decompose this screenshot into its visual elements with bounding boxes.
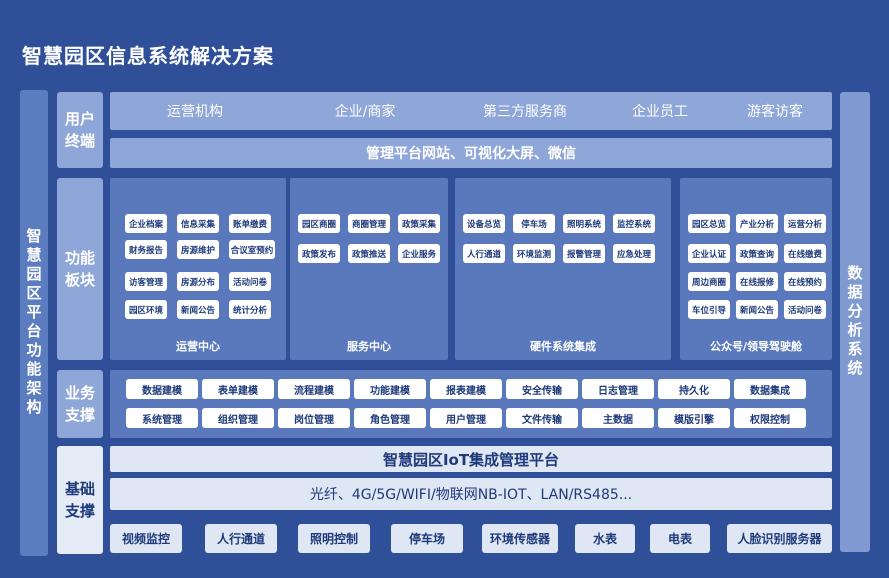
layer-label-user: 用户终端 [57, 92, 103, 168]
user-terminal: 运营机构 [167, 104, 223, 120]
function-chip: 房源分布 [177, 272, 219, 291]
panel-hardware-integration: 设备总览 停车场 照明系统 监控系统 人行通道 环境监测 报警管理 应急处理 硬… [455, 178, 671, 360]
function-chip: 政策发布 [298, 244, 340, 263]
function-chip: 监控系统 [613, 214, 655, 233]
business-chip: 模版引擎 [658, 408, 730, 428]
function-chip: 周边商圈 [688, 272, 730, 291]
layer-label-function-text: 功能板块 [64, 249, 95, 289]
business-chip: 安全传输 [506, 379, 578, 399]
panel-service-center: 园区商圈 商圈管理 政策采集 政策发布 政策推送 企业服务 服务中心 [290, 178, 448, 360]
user-terminal: 企业/商家 [334, 104, 396, 120]
right-analysis-text: 数据分析系统 [845, 265, 864, 379]
function-chip: 园区总览 [688, 214, 730, 233]
business-chip: 表单建模 [202, 379, 274, 399]
function-chip: 在线缴费 [784, 244, 826, 263]
business-chip: 数据建模 [126, 379, 198, 399]
left-architecture-label: 智慧园区平台功能架构 [20, 90, 48, 556]
function-chip: 新闻公告 [177, 300, 219, 319]
panel-dashboard: 园区总览 产业分析 运营分析 企业认证 政策查询 在线缴费 周边商圈 在线报修 … [680, 178, 832, 360]
base-device-chip: 人脸识别服务器 [727, 524, 832, 553]
business-support-area: 数据建模 表单建模 流程建模 功能建模 报表建模 安全传输 日志管理 持久化 数… [110, 370, 832, 438]
user-terminal: 企业员工 [632, 104, 688, 120]
business-chip: 系统管理 [126, 408, 198, 428]
function-chip: 园区商圈 [298, 214, 340, 233]
base-device-chip: 照明控制 [298, 524, 370, 553]
function-chip: 停车场 [513, 214, 555, 233]
function-chip: 车位引导 [688, 300, 730, 319]
layer-label-base: 基础支撑 [57, 446, 103, 554]
business-chip: 权限控制 [734, 408, 806, 428]
right-analysis-label: 数据分析系统 [840, 92, 870, 552]
function-chip: 环境监测 [513, 244, 555, 263]
business-chip: 报表建模 [430, 379, 502, 399]
function-chip: 设备总览 [463, 214, 505, 233]
function-chip: 统计分析 [229, 300, 271, 319]
layer-label-business-text: 业务支撑 [64, 384, 95, 424]
function-chip: 访客管理 [125, 272, 167, 291]
platform-bar: 管理平台网站、可视化大屏、微信 [110, 138, 832, 168]
function-chip: 账单缴费 [229, 214, 271, 233]
function-chip: 在线预约 [784, 272, 826, 291]
base-device-chip: 停车场 [391, 524, 463, 553]
base-device-chip: 电表 [650, 524, 710, 553]
business-chip: 持久化 [658, 379, 730, 399]
iot-platform-bar: 智慧园区IoT集成管理平台 [110, 446, 832, 472]
function-chip: 报警管理 [563, 244, 605, 263]
base-device-chip: 人行通道 [205, 524, 277, 553]
function-chip: 园区环境 [125, 300, 167, 319]
function-chip: 信息采集 [177, 214, 219, 233]
function-chip: 企业服务 [398, 244, 440, 263]
business-chip: 日志管理 [582, 379, 654, 399]
layer-label-function: 功能板块 [57, 178, 103, 360]
business-chip: 数据集成 [734, 379, 806, 399]
function-chip: 人行通道 [463, 244, 505, 263]
panel-caption: 硬件系统集成 [530, 340, 596, 353]
base-device-chip: 环境传感器 [482, 524, 558, 553]
layer-label-user-text: 用户终端 [64, 110, 95, 150]
function-chip: 产业分析 [736, 214, 778, 233]
business-chip: 主数据 [582, 408, 654, 428]
layer-label-business: 业务支撑 [57, 370, 103, 438]
function-chip: 企业认证 [688, 244, 730, 263]
function-chip: 企业档案 [125, 214, 167, 233]
panel-caption: 公众号/领导驾驶舱 [709, 340, 803, 353]
user-terminal: 游客访客 [747, 104, 803, 120]
panel-operation-center: 企业档案 信息采集 账单缴费 财务报告 房源维护 合议室预约 访客管理 房源分布… [110, 178, 286, 360]
page-title: 智慧园区信息系统解决方案 [22, 44, 274, 68]
business-chip: 文件传输 [506, 408, 578, 428]
business-chip: 流程建模 [278, 379, 350, 399]
function-chip: 新闻公告 [736, 300, 778, 319]
business-chip: 组织管理 [202, 408, 274, 428]
business-chip: 功能建模 [354, 379, 426, 399]
business-chip: 用户管理 [430, 408, 502, 428]
user-terminal-row: 运营机构 企业/商家 第三方服务商 企业员工 游客访客 [110, 92, 832, 130]
function-chip: 照明系统 [563, 214, 605, 233]
function-chip: 在线报修 [736, 272, 778, 291]
function-chip: 活动问卷 [229, 272, 271, 291]
layer-label-base-text: 基础支撑 [64, 480, 95, 520]
panel-caption: 服务中心 [347, 340, 391, 353]
panel-caption: 运营中心 [176, 340, 220, 353]
base-device-chip: 视频监控 [110, 524, 182, 553]
business-chip: 角色管理 [354, 408, 426, 428]
function-chip: 房源维护 [177, 240, 219, 259]
function-chip: 政策查询 [736, 244, 778, 263]
network-bar: 光纤、4G/5G/WIFI/物联网NB-IOT、LAN/RS485... [110, 478, 832, 510]
function-chip: 政策采集 [398, 214, 440, 233]
business-chip: 岗位管理 [278, 408, 350, 428]
function-chip: 政策推送 [348, 244, 390, 263]
user-terminal: 第三方服务商 [483, 104, 567, 120]
function-chip: 运营分析 [784, 214, 826, 233]
base-device-chip: 水表 [575, 524, 635, 553]
function-chip: 应急处理 [613, 244, 655, 263]
function-chip: 活动问卷 [784, 300, 826, 319]
function-chip: 财务报告 [125, 240, 167, 259]
left-architecture-text: 智慧园区平台功能架构 [24, 228, 43, 418]
function-chip: 商圈管理 [348, 214, 390, 233]
function-chip: 合议室预约 [229, 240, 275, 259]
